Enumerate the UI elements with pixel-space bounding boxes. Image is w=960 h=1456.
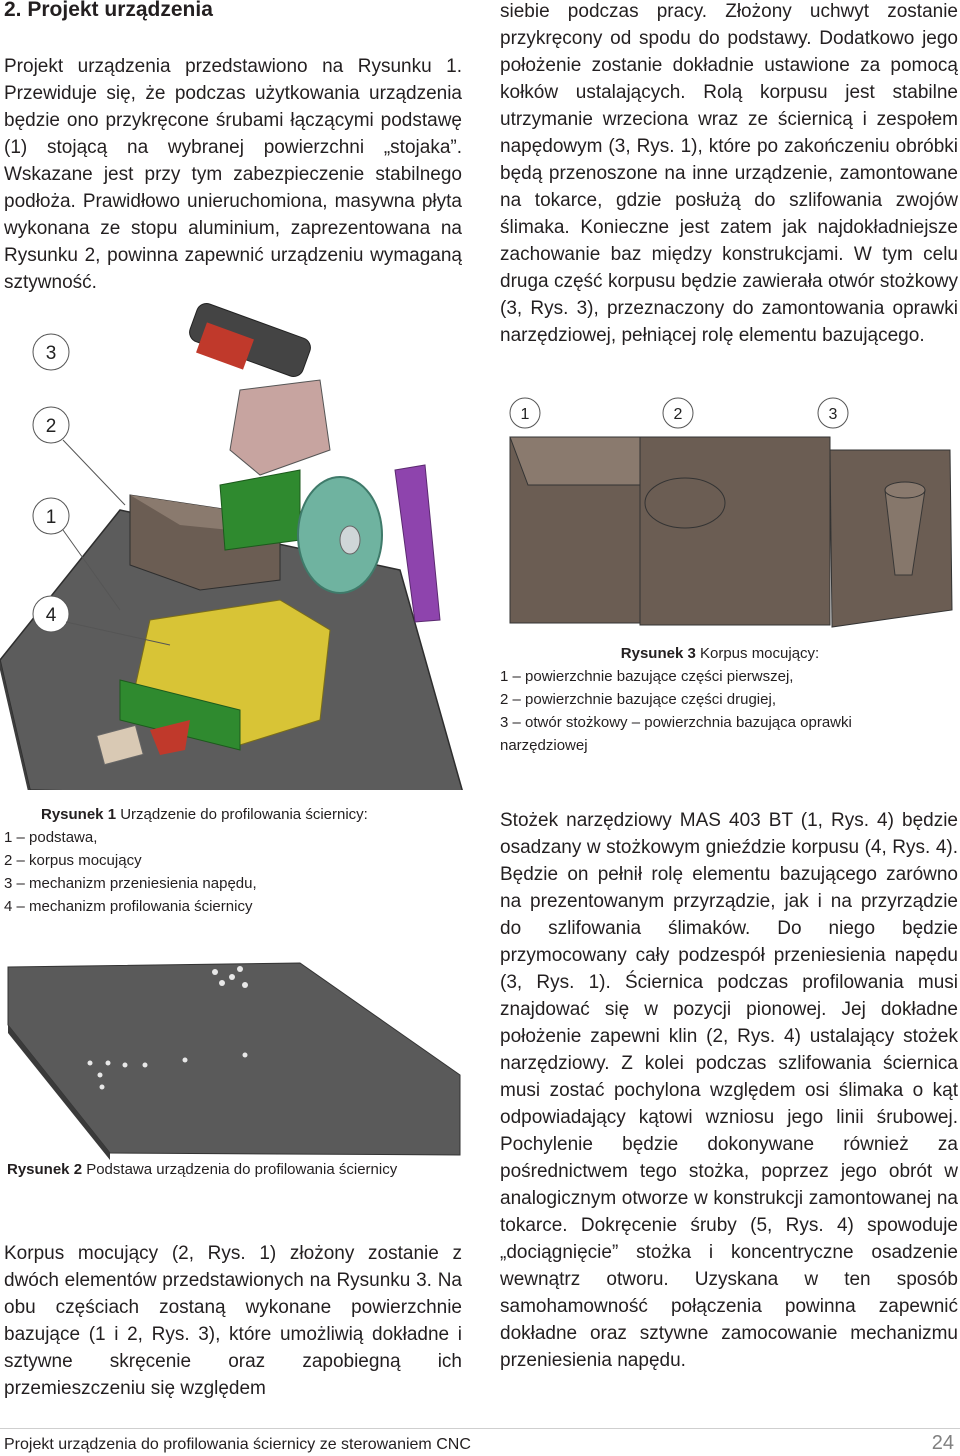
- caption-title: Rysunek 3 Korpus mocujący:: [500, 642, 940, 665]
- caption-item: 1 – powierzchnie bazujące części pierwsz…: [500, 668, 794, 685]
- callout-label: 3: [829, 406, 838, 423]
- callout-label: 2: [674, 406, 683, 423]
- red-handle: [150, 720, 190, 755]
- caption-text: Korpus mocujący:: [695, 645, 820, 662]
- callout-3: 3: [817, 397, 849, 429]
- callout-1: 1: [32, 497, 121, 611]
- caption-label: Rysunek 2: [7, 1161, 83, 1178]
- caption-title: Rysunek 1 Urządzenie do profilowania ści…: [4, 803, 454, 826]
- caption-item: 3 – mechanizm przeniesienia napędu,: [4, 875, 257, 892]
- base-plate-edge: [0, 660, 30, 790]
- motor-red-band: [196, 322, 254, 370]
- caption-item: 4 – mechanizm profilowania ściernicy: [4, 898, 253, 915]
- footer-rule: [0, 1428, 960, 1429]
- paragraph-right-top: siebie podczas pracy. Złożony uchwyt zos…: [500, 0, 958, 349]
- caption-item: 2 – korpus mocujący: [4, 852, 142, 869]
- figure-3-body-drawing: 1 2 3: [509, 397, 953, 628]
- body-part-2: [639, 436, 831, 626]
- paragraph-text: Projekt urządzenia przedstawiono na Rysu…: [4, 56, 462, 293]
- caption-item: 2 – powierzchnie bazujące części drugiej…: [500, 691, 776, 708]
- caption-item: 1 – podstawa,: [4, 829, 98, 846]
- grinding-wheel: [297, 476, 383, 594]
- section-heading: 2. Projekt urządzenia: [4, 0, 213, 21]
- caption-item: 3 – otwór stożkowy – powierzchnia bazują…: [500, 714, 852, 754]
- figure-1-device-drawing: 3 2 1 4: [0, 303, 463, 790]
- figure-2-caption: Rysunek 2 Podstawa urządzenia do profilo…: [7, 1158, 467, 1181]
- carriage-green: [119, 679, 241, 751]
- paragraph-right-bottom: Stożek narzędziowy MAS 403 BT (1, Rys. 4…: [500, 807, 958, 1374]
- paragraph-left-top: Projekt urządzenia przedstawiono na Rysu…: [4, 53, 462, 296]
- footer-title: Projekt urządzenia do profilowania ścier…: [4, 1436, 471, 1453]
- caption-label: Rysunek 1: [41, 806, 117, 823]
- caption-title: Rysunek 2 Podstawa urządzenia do profilo…: [7, 1158, 467, 1181]
- figure-3-caption: Rysunek 3 Korpus mocujący: 1 – powierzch…: [500, 642, 940, 757]
- callout-label: 4: [46, 605, 57, 626]
- drive-housing: [229, 379, 331, 476]
- callout-2: 2: [32, 406, 126, 506]
- callout-label: 2: [46, 416, 57, 437]
- base-plate-top: [7, 962, 461, 1156]
- callout-1: 1: [509, 397, 541, 429]
- callout-label: 1: [46, 507, 57, 528]
- caption-label: Rysunek 3: [620, 645, 696, 662]
- wheel-hub: [339, 525, 361, 555]
- callout-3: 3: [32, 333, 70, 371]
- figure-1-caption: Rysunek 1 Urządzenie do profilowania ści…: [4, 803, 454, 918]
- cylindrical-seat: [644, 477, 726, 529]
- purple-bracket: [394, 464, 441, 623]
- caption-text: Urządzenie do profilowania ściernicy:: [116, 806, 368, 823]
- stepper-motor: [96, 724, 144, 766]
- callout-4: 4: [32, 595, 171, 646]
- paragraph-left-bottom: Korpus mocujący (2, Rys. 1) złożony zost…: [4, 1240, 462, 1402]
- paragraph-text: Korpus mocujący (2, Rys. 1) złożony zost…: [4, 1243, 462, 1399]
- mounting-holes: [87, 966, 248, 1090]
- paragraph-text: siebie podczas pracy. Złożony uchwyt zos…: [500, 1, 958, 346]
- paragraph-text: Stożek narzędziowy MAS 403 BT (1, Rys. 4…: [500, 810, 958, 1371]
- callout-2: 2: [662, 397, 694, 429]
- conical-hole-top: [884, 481, 926, 499]
- callout-label: 3: [46, 343, 57, 364]
- figure-2-base-plate-drawing: [7, 962, 461, 1160]
- callout-label: 1: [521, 406, 530, 423]
- page-number: 24: [931, 1432, 954, 1454]
- caption-text: Podstawa urządzenia do profilowania ście…: [82, 1161, 398, 1178]
- base-plate-side: [8, 1025, 110, 1160]
- spindle-green-block: [219, 469, 301, 551]
